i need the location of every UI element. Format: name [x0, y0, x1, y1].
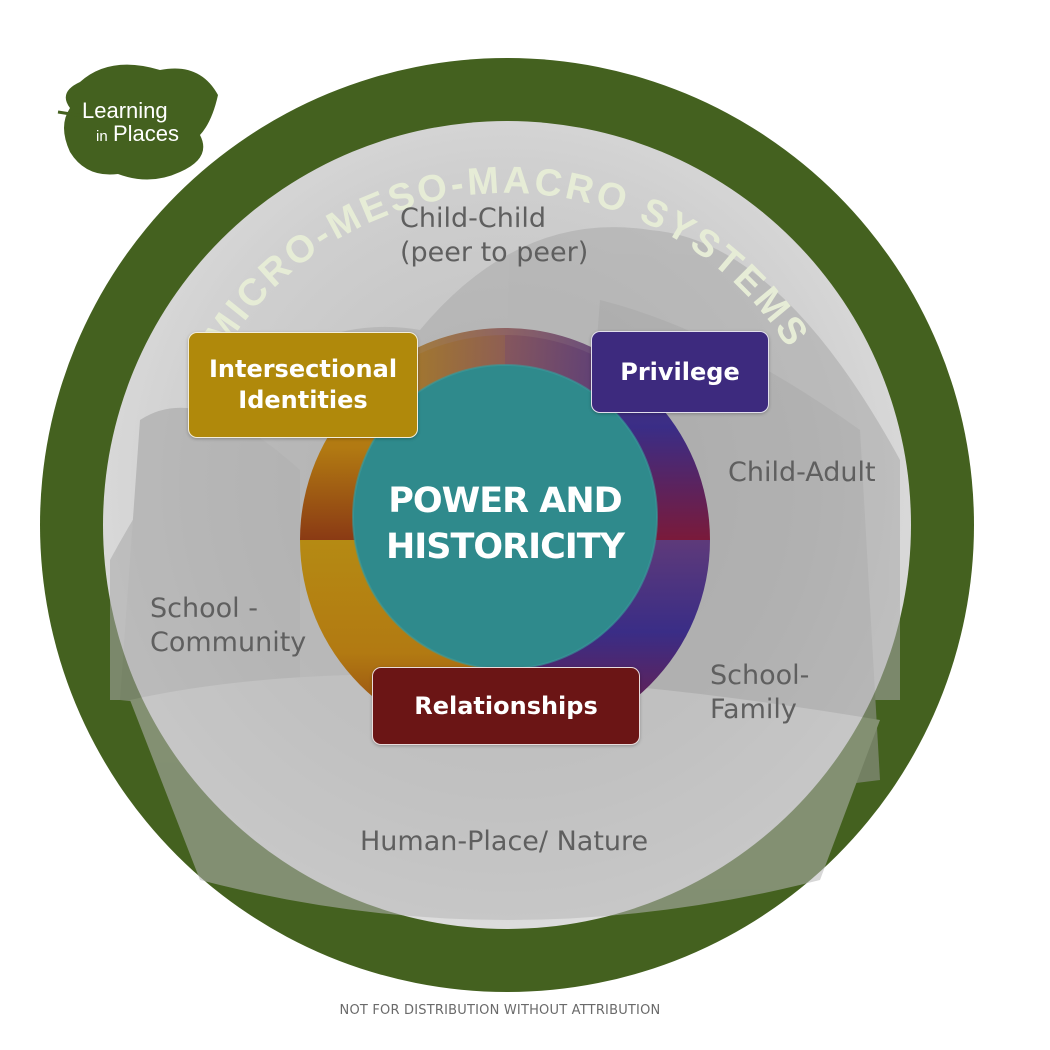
label-school-community: School - Community: [150, 592, 306, 660]
label-school-community-line1: School -: [150, 593, 258, 624]
label-child-child: Child-Child (peer to peer): [400, 202, 588, 270]
label-human-place-nature: Human-Place/ Nature: [360, 826, 649, 857]
label-child-child-line2: (peer to peer): [400, 237, 589, 268]
box-intersectional-line2: Identities: [238, 386, 368, 414]
logo-line2-small: in: [96, 128, 108, 145]
logo-line2-big: Places: [113, 121, 179, 146]
box-privilege: Privilege: [591, 331, 769, 413]
box-intersectional-identities: Intersectional Identities: [188, 332, 418, 438]
learning-in-places-logo: Learning in Places: [57, 64, 218, 180]
center-title: POWER AND HISTORICITY: [355, 478, 655, 570]
label-school-family-line1: School-: [710, 660, 810, 691]
center-title-line1: POWER AND: [388, 481, 623, 521]
center-title-line2: HISTORICITY: [385, 527, 625, 567]
box-relationships: Relationships: [372, 667, 640, 745]
footer-attribution: NOT FOR DISTRIBUTION WITHOUT ATTRIBUTION: [339, 1003, 661, 1018]
label-school-community-line2: Community: [150, 627, 307, 658]
label-child-child-line1: Child-Child: [400, 203, 546, 234]
center-circle: [353, 365, 657, 669]
label-school-family-line2: Family: [710, 694, 797, 725]
box-intersectional-line1: Intersectional: [208, 355, 398, 383]
label-child-adult: Child-Adult: [728, 457, 876, 488]
logo-line1: Learning: [82, 98, 168, 123]
label-school-family: School- Family: [710, 659, 809, 727]
